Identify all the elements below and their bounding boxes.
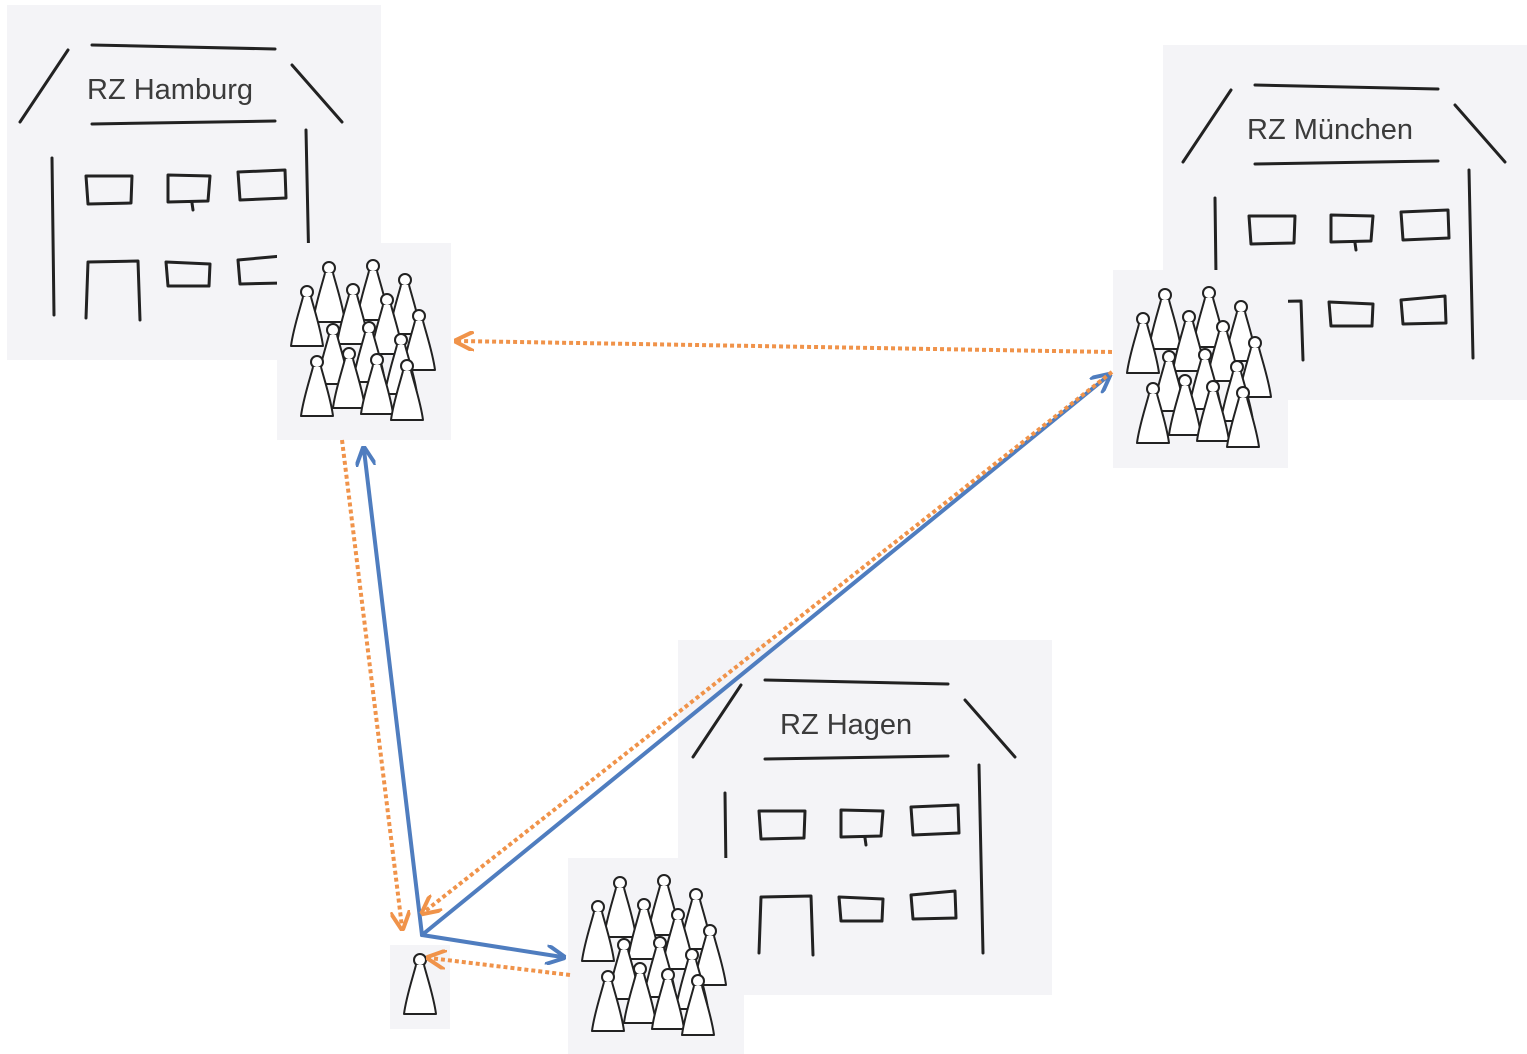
arrow-hagen-to-user [430, 958, 571, 977]
label-rz-hagen: RZ Hagen [780, 709, 913, 741]
crowd-hagen [568, 858, 744, 1054]
crowd-muenchen [1113, 270, 1288, 468]
label-rz-hamburg: RZ Hamburg [87, 74, 253, 106]
arrow-muenchen-to-user [424, 370, 1114, 912]
arrow-user-to-muenchen [420, 376, 1108, 937]
arrow-hamburg-to-user [340, 439, 402, 927]
blue-connections [364, 376, 1108, 957]
single-user [390, 945, 450, 1029]
arrow-user-to-hagen [420, 933, 562, 957]
crowd-hamburg [277, 243, 451, 440]
orange-connections [340, 341, 1114, 977]
label-rz-muenchen: RZ München [1247, 114, 1414, 146]
arrow-muenchen-to-hamburg [458, 341, 1113, 354]
arrow-user-to-hamburg [364, 450, 424, 937]
